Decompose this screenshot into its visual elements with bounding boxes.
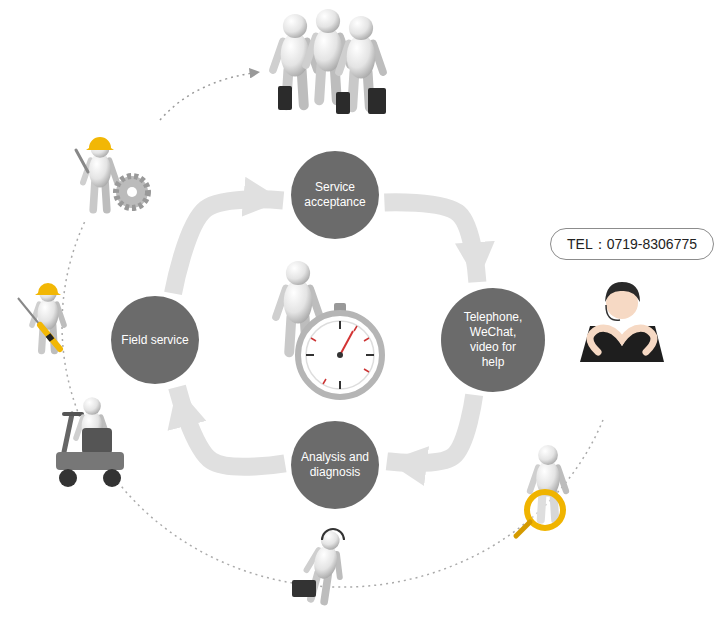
process-circle: Field service bbox=[111, 296, 199, 384]
business-team bbox=[273, 9, 386, 114]
worker-wrench bbox=[76, 137, 148, 210]
service-agent bbox=[580, 282, 664, 362]
running-engineer bbox=[292, 528, 349, 604]
circle-fill bbox=[291, 151, 379, 239]
step-label: Analysis and diagnosis bbox=[299, 450, 371, 480]
circle-text: Telephone, WeChat, video for help bbox=[457, 310, 529, 370]
phone-number: TEL：0719-8306775 bbox=[567, 236, 697, 252]
step-label: Field service bbox=[119, 333, 191, 348]
circle-text: Analysis and diagnosis bbox=[299, 450, 371, 480]
circle-fill bbox=[111, 296, 199, 384]
cycle-arrow bbox=[177, 387, 285, 467]
process-circle: Telephone, WeChat, video for help bbox=[441, 288, 545, 392]
cycle-arrow bbox=[387, 395, 474, 463]
step-label: Service acceptance bbox=[299, 180, 371, 210]
inspector-magnifier bbox=[516, 445, 566, 536]
circle-text: Field service bbox=[119, 333, 191, 348]
circle-fill bbox=[441, 288, 545, 392]
process-circle: Service acceptance bbox=[291, 151, 379, 239]
worker-screwdriver bbox=[18, 283, 64, 351]
phone-pill: TEL：0719-8306775 bbox=[550, 228, 714, 260]
circle-fill bbox=[291, 421, 379, 509]
stopwatch-figure bbox=[276, 261, 382, 397]
scooter-rider bbox=[56, 397, 124, 487]
cycle-arrow bbox=[173, 199, 283, 293]
dotted-arrow bbox=[160, 72, 260, 120]
step-label: Telephone, WeChat, video for help bbox=[457, 310, 529, 370]
cycle-arrow bbox=[384, 202, 477, 282]
circle-text: Service acceptance bbox=[299, 180, 371, 210]
process-circle: Analysis and diagnosis bbox=[291, 421, 379, 509]
